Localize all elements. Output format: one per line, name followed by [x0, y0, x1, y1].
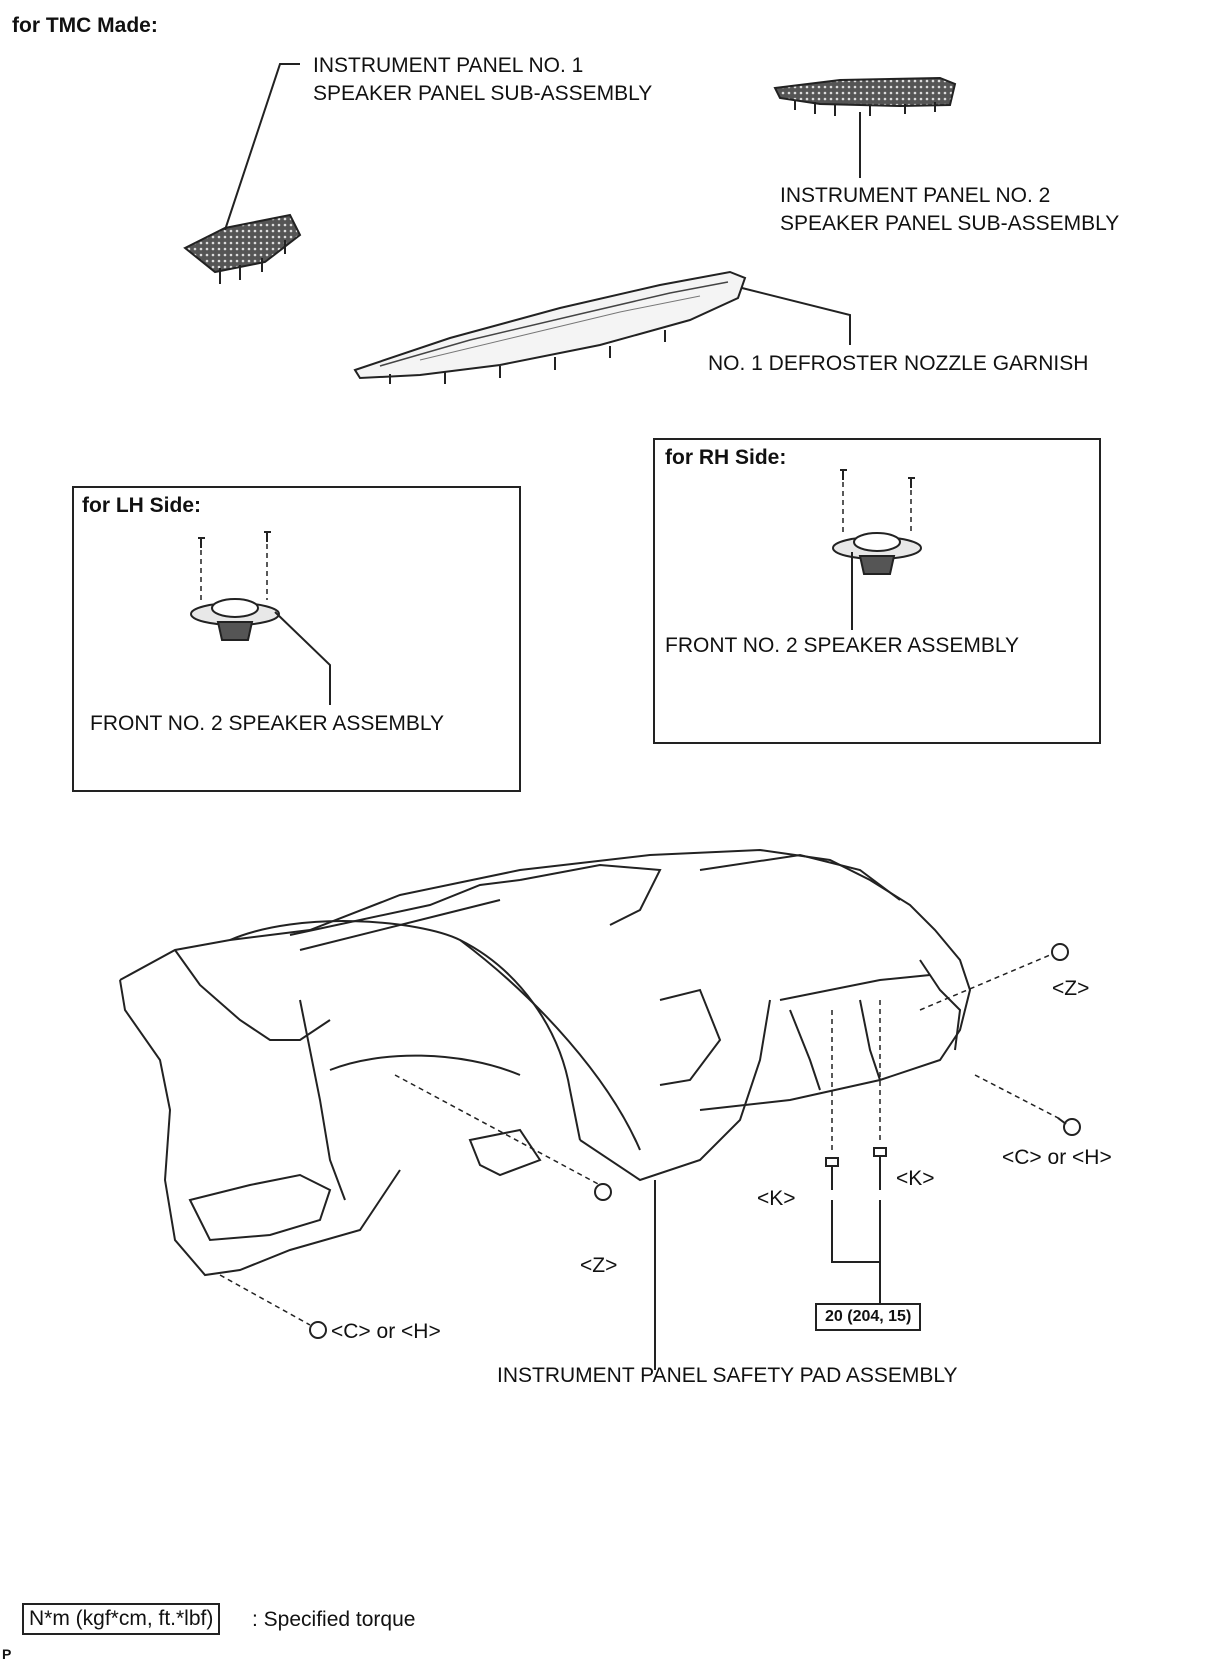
lh-side-title: for LH Side: — [82, 494, 201, 517]
rh-speaker-drawing — [832, 469, 922, 630]
fastener-k-left: <K> — [757, 1187, 796, 1210]
speaker-panel-2-drawing — [773, 76, 957, 178]
lh-speaker-drawing — [190, 531, 331, 705]
torque-spec-box: 20 (204, 15) — [815, 1303, 922, 1331]
fastener-z-center: <Z> — [580, 1254, 618, 1277]
fastener-z-right: <Z> — [1052, 977, 1090, 1000]
fastener-leaders — [219, 943, 1081, 1370]
speaker-panel-2-label-line2: SPEAKER PANEL SUB-ASSEMBLY — [780, 212, 1120, 235]
footer-mark: P — [2, 1646, 12, 1662]
rh-side-box: for RH Side: — [653, 438, 1101, 744]
speaker-panel-1-label-line1: INSTRUMENT PANEL NO. 1 — [313, 54, 584, 77]
defroster-garnish-label: NO. 1 DEFROSTER NOZZLE GARNISH — [708, 352, 1089, 375]
defroster-garnish-drawing — [353, 270, 851, 384]
safety-pad-drawing — [119, 848, 972, 1277]
fastener-ch-right: <C> or <H> — [1002, 1146, 1112, 1169]
page-title: for TMC Made: — [12, 14, 158, 37]
speaker-panel-1-drawing — [183, 63, 302, 284]
safety-pad-label: INSTRUMENT PANEL SAFETY PAD ASSEMBLY — [497, 1364, 958, 1387]
legend-torque-text: : Specified torque — [252, 1608, 416, 1631]
rh-speaker-label: FRONT NO. 2 SPEAKER ASSEMBLY — [665, 634, 1019, 657]
legend-torque-box: N*m (kgf*cm, ft.*lbf) — [22, 1603, 221, 1635]
lh-side-box: for LH Side: — [72, 486, 521, 792]
lh-speaker-label: FRONT NO. 2 SPEAKER ASSEMBLY — [90, 712, 444, 735]
speaker-panel-1-label-line2: SPEAKER PANEL SUB-ASSEMBLY — [313, 82, 653, 105]
fastener-ch-left: <C> or <H> — [331, 1320, 441, 1343]
rh-side-title: for RH Side: — [665, 446, 787, 469]
fastener-k-right: <K> — [896, 1167, 935, 1190]
speaker-panel-2-label-line1: INSTRUMENT PANEL NO. 2 — [780, 184, 1051, 207]
